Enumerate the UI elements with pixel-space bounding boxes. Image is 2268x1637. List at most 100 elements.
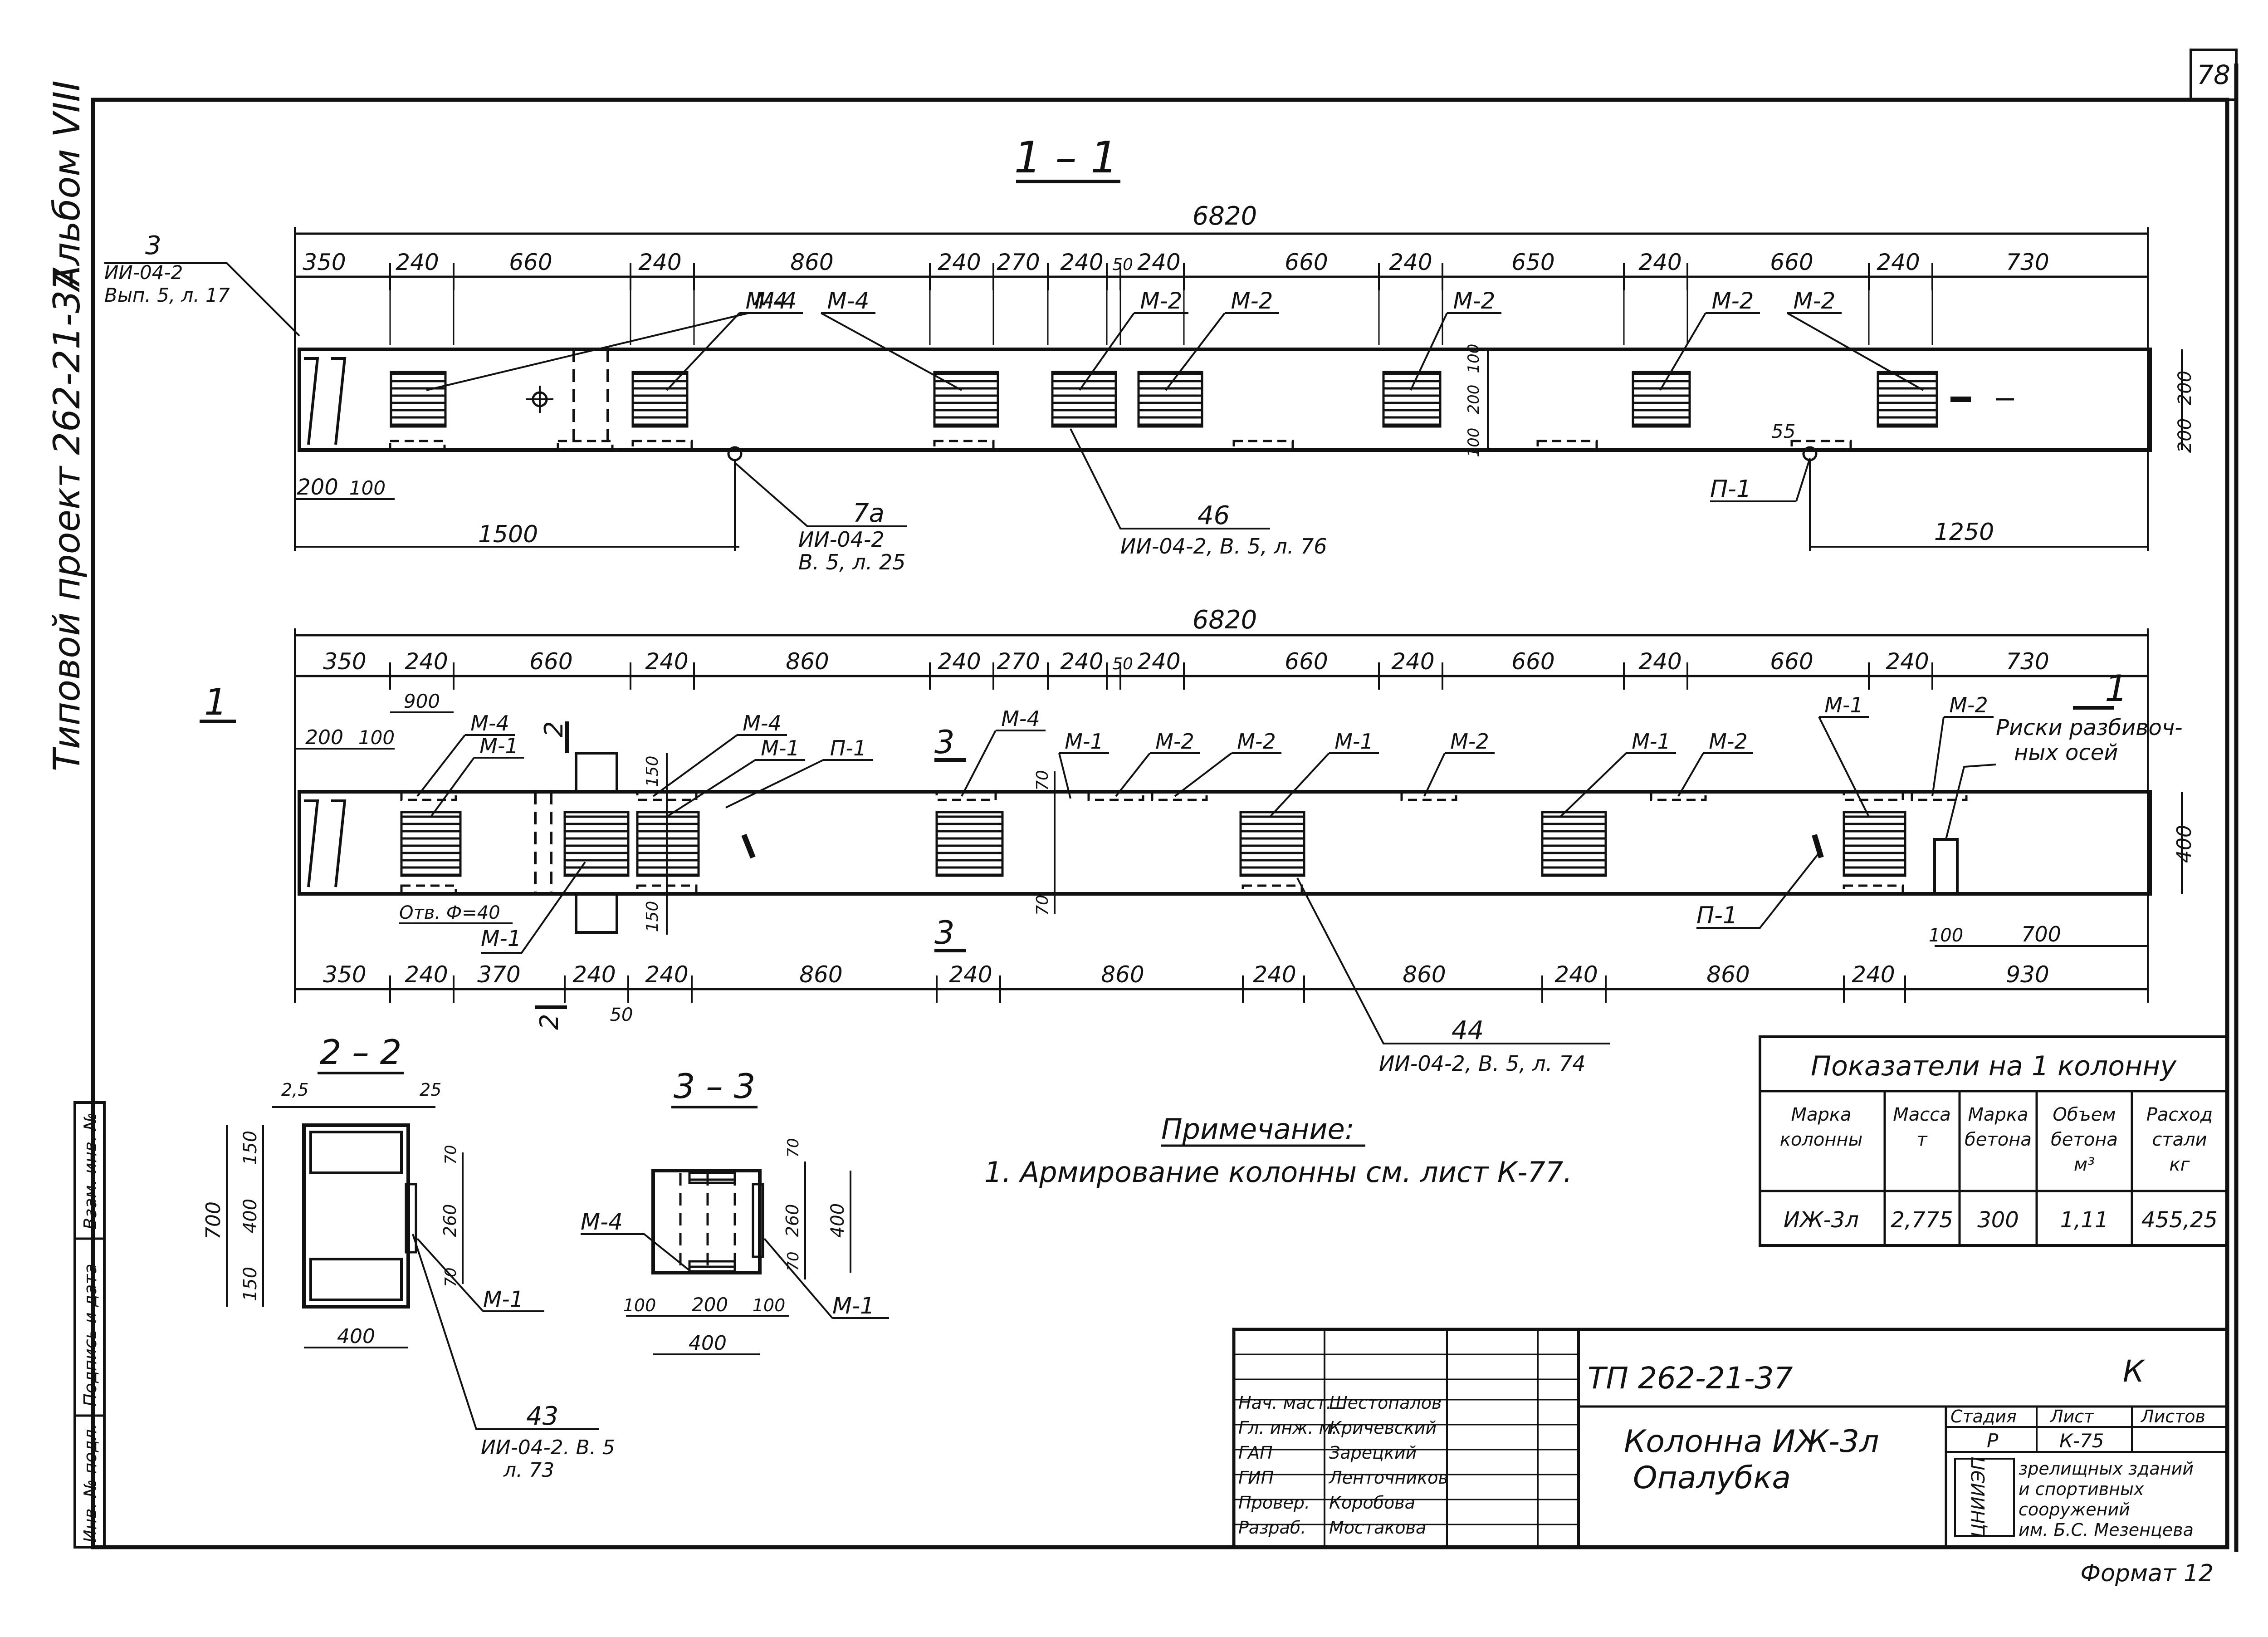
top-dim-13: 240 xyxy=(1638,249,1681,275)
s22-dim-700: 700 xyxy=(202,1201,225,1240)
stamp-role-1: Гл. инж. м. xyxy=(1238,1418,1337,1438)
top-callout-3-ref: ИИ-04-2 xyxy=(104,261,183,284)
plan-mark-8: М-2 xyxy=(1237,729,1276,754)
s33-dim-260: 260 xyxy=(782,1204,802,1237)
plan-dim-13: 240 xyxy=(1638,648,1681,675)
s22-dim-150b: 150 xyxy=(240,1267,261,1301)
plan-dim-3: 240 xyxy=(645,648,688,675)
plan-mark-5: М-4 xyxy=(1001,706,1040,731)
plan-p1-low: П-1 xyxy=(1696,902,1738,929)
stamp-sheet: К-75 xyxy=(2059,1430,2104,1452)
top-dim-100: 100 xyxy=(349,477,386,499)
plan-dim-16: 730 xyxy=(2006,648,2049,675)
plan-dim-900: 900 xyxy=(404,690,440,712)
s22-m1: М-1 xyxy=(483,1287,523,1312)
stamp-role-3: ГИП xyxy=(1238,1468,1274,1488)
plan-dim-400: 400 xyxy=(2173,825,2196,863)
plan-dim-150a: 150 xyxy=(643,756,662,787)
top-inner-dim-a: 100 xyxy=(1465,344,1483,373)
plan-risks-2: ных осей xyxy=(2014,740,2118,765)
section-3-3: 3 – 3 М-4 70 260 70 400 М-1 100 200 100 … xyxy=(581,1066,889,1355)
stamp-org-1: зрелищных зданий xyxy=(2019,1459,2194,1479)
stamp-sheets-h: Листов xyxy=(2140,1407,2205,1426)
plan-bottom-dim-2: 370 xyxy=(477,961,520,988)
callout-7a: 7а xyxy=(853,499,885,528)
ind-header-3-0: Объем xyxy=(2053,1104,2116,1125)
cut-1-right: 1 xyxy=(2105,667,2128,710)
stamp-stage: Р xyxy=(1987,1430,1999,1452)
top-right-dim-b: 200 xyxy=(2175,418,2195,453)
plan-dim-6: 270 xyxy=(997,648,1040,675)
callout-46-ref: ИИ-04-2, В. 5, л. 76 xyxy=(1120,534,1327,559)
plan-dim-200: 200 xyxy=(305,726,343,749)
top-mark-1: М-4 xyxy=(746,288,788,314)
s22-dim-260: 260 xyxy=(440,1204,460,1237)
ind-header-1-0: Масса xyxy=(1893,1104,1951,1125)
stamp-name-2: Зарецкий xyxy=(1329,1443,1417,1463)
plan-m1-low: М-1 xyxy=(481,926,521,951)
stamp-name-3: Ленточников xyxy=(1328,1468,1448,1488)
plan-bottom-dim-6: 240 xyxy=(949,961,992,988)
format-label: Формат 12 xyxy=(2080,1560,2214,1587)
ind-header-3-2: м³ xyxy=(2074,1154,2095,1175)
callout-43: 43 xyxy=(526,1402,558,1431)
ind-cell-4: 455,25 xyxy=(2141,1207,2218,1233)
top-dim-1500: 1500 xyxy=(478,521,538,548)
plan-dim-14: 660 xyxy=(1770,648,1813,675)
strip-replace: Взам. инв. № xyxy=(80,1113,100,1230)
s33-m4: М-4 xyxy=(581,1209,623,1235)
top-callout-3-sheet: Вып. 5, л. 17 xyxy=(104,284,230,306)
plan-dim-15: 240 xyxy=(1886,648,1929,675)
s33-dim-200: 200 xyxy=(692,1294,728,1316)
plan-mark-2: М-4 xyxy=(743,711,782,735)
s22-dim-25a: 2,5 xyxy=(281,1080,308,1100)
s33-dim-400w: 400 xyxy=(689,1332,727,1355)
callout-43-sheet: л. 73 xyxy=(503,1459,554,1482)
note-title: Примечание: xyxy=(1161,1113,1354,1146)
top-p1: П-1 xyxy=(1710,475,1751,503)
plan-dim-700: 700 xyxy=(2021,922,2061,946)
plan-dim-50: 50 xyxy=(610,1005,633,1025)
top-dim-6: 270 xyxy=(997,249,1040,275)
stamp-k: К xyxy=(2123,1354,2146,1389)
top-dim-55: 55 xyxy=(1771,420,1795,442)
stamp-org-2: и спортивных xyxy=(2019,1479,2144,1499)
stamp-org-3: сооружений xyxy=(2019,1500,2130,1519)
plan-risks-1: Риски разбивоч- xyxy=(1996,715,2183,740)
ind-cell-0: ИЖ-3л xyxy=(1784,1207,1859,1233)
callout-46: 46 xyxy=(1198,501,1230,530)
plan-dim-5: 240 xyxy=(938,648,981,675)
plan-overall-dim: 6820 xyxy=(1193,605,1257,635)
top-inner-dim-c: 100 xyxy=(1465,428,1483,457)
top-mark-3: М-2 xyxy=(1140,288,1183,314)
stamp-role-4: Провер. xyxy=(1238,1493,1310,1513)
plan-dim-10: 660 xyxy=(1285,648,1328,675)
s22-dim-70b: 70 xyxy=(442,1267,460,1287)
left-signature-strip: Инв. № подл. Подпись и дата Взам. инв. № xyxy=(73,1101,106,1549)
plan-bottom-dim-7: 860 xyxy=(1101,961,1144,988)
plan-mark-7: М-2 xyxy=(1155,729,1194,754)
plan-bottom-dim-0: 350 xyxy=(323,961,366,988)
s33-dim-70b: 70 xyxy=(784,1251,802,1271)
callout-7a-sheet: В. 5, л. 25 xyxy=(798,550,906,574)
note-text: 1. Армирование колонны см. лист К-77. xyxy=(984,1156,1572,1189)
top-mark-0: М-4 xyxy=(755,288,797,314)
stamp-name-1: Кричевский xyxy=(1329,1418,1437,1438)
s33-m1: М-1 xyxy=(832,1293,875,1319)
top-dim-5: 240 xyxy=(938,249,981,275)
callout-43-ref: ИИ-04-2. В. 5 xyxy=(481,1436,615,1459)
top-dim-4: 860 xyxy=(790,249,833,275)
strip-inv: Инв. № подл. xyxy=(80,1424,100,1543)
album-label: Альбом VIII xyxy=(46,80,88,293)
top-mark-5: М-2 xyxy=(1453,288,1496,314)
plan-dim-70a: 70 xyxy=(1033,770,1052,791)
stamp-sheet-h: Лист xyxy=(2049,1407,2095,1426)
top-dim-11: 240 xyxy=(1389,249,1432,275)
